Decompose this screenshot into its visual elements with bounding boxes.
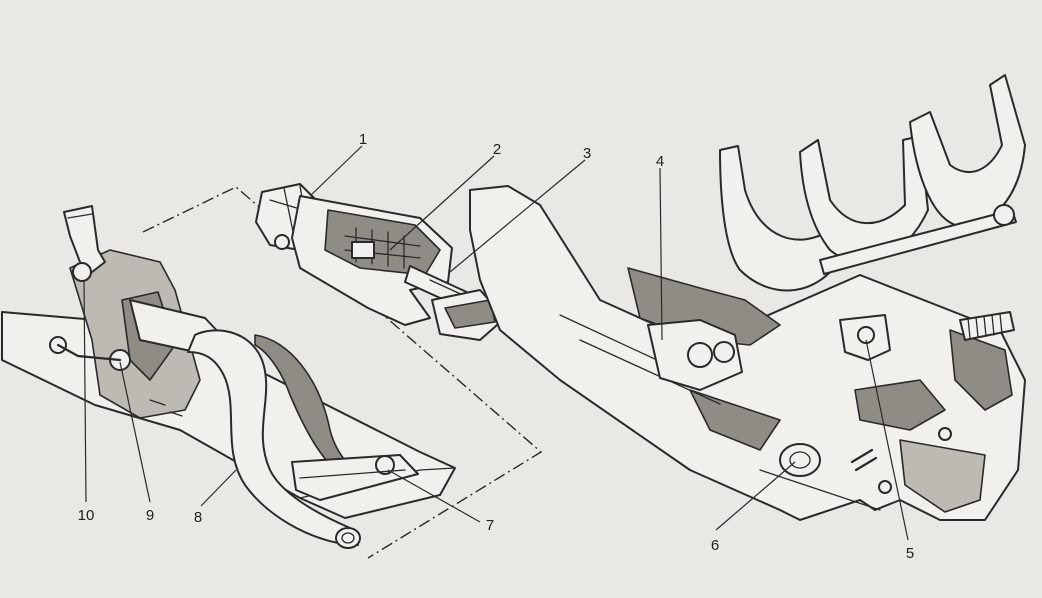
callout-labels: 1 2 3 4 5 6 7 8 9 10 [78,131,915,562]
gear-lever-stub [63,205,106,273]
separation-frame [142,186,543,559]
leader-7 [387,469,481,523]
selector-fork-1 [719,145,847,292]
inner-sleeve [351,241,375,259]
gearbox-housing [469,74,1026,521]
leader-10 [83,279,87,503]
leader-9 [119,361,151,503]
callout-1: 1 [359,131,367,148]
tube-end [335,527,361,549]
leader-5 [865,339,909,541]
leader-lines [83,145,909,541]
selector-fork-3 [909,74,1026,227]
callout-9: 9 [146,507,154,524]
selector-rod [819,209,1017,275]
leader-4 [659,167,663,341]
leader-1 [309,145,363,197]
callout-4: 4 [656,153,664,170]
leader-2 [389,155,495,251]
callout-6: 6 [711,537,719,554]
rod-end-bearing [779,443,821,477]
callout-7: 7 [486,517,494,534]
callout-2: 2 [493,141,501,158]
pivot-pin [72,262,92,282]
callout-8: 8 [194,509,202,526]
leader-8 [200,469,237,507]
callout-3: 3 [583,145,591,162]
clamp-plate [291,454,419,501]
callout-5: 5 [906,545,914,562]
leader-3 [449,159,586,273]
callout-10: 10 [78,507,95,524]
leader-6 [715,461,796,531]
